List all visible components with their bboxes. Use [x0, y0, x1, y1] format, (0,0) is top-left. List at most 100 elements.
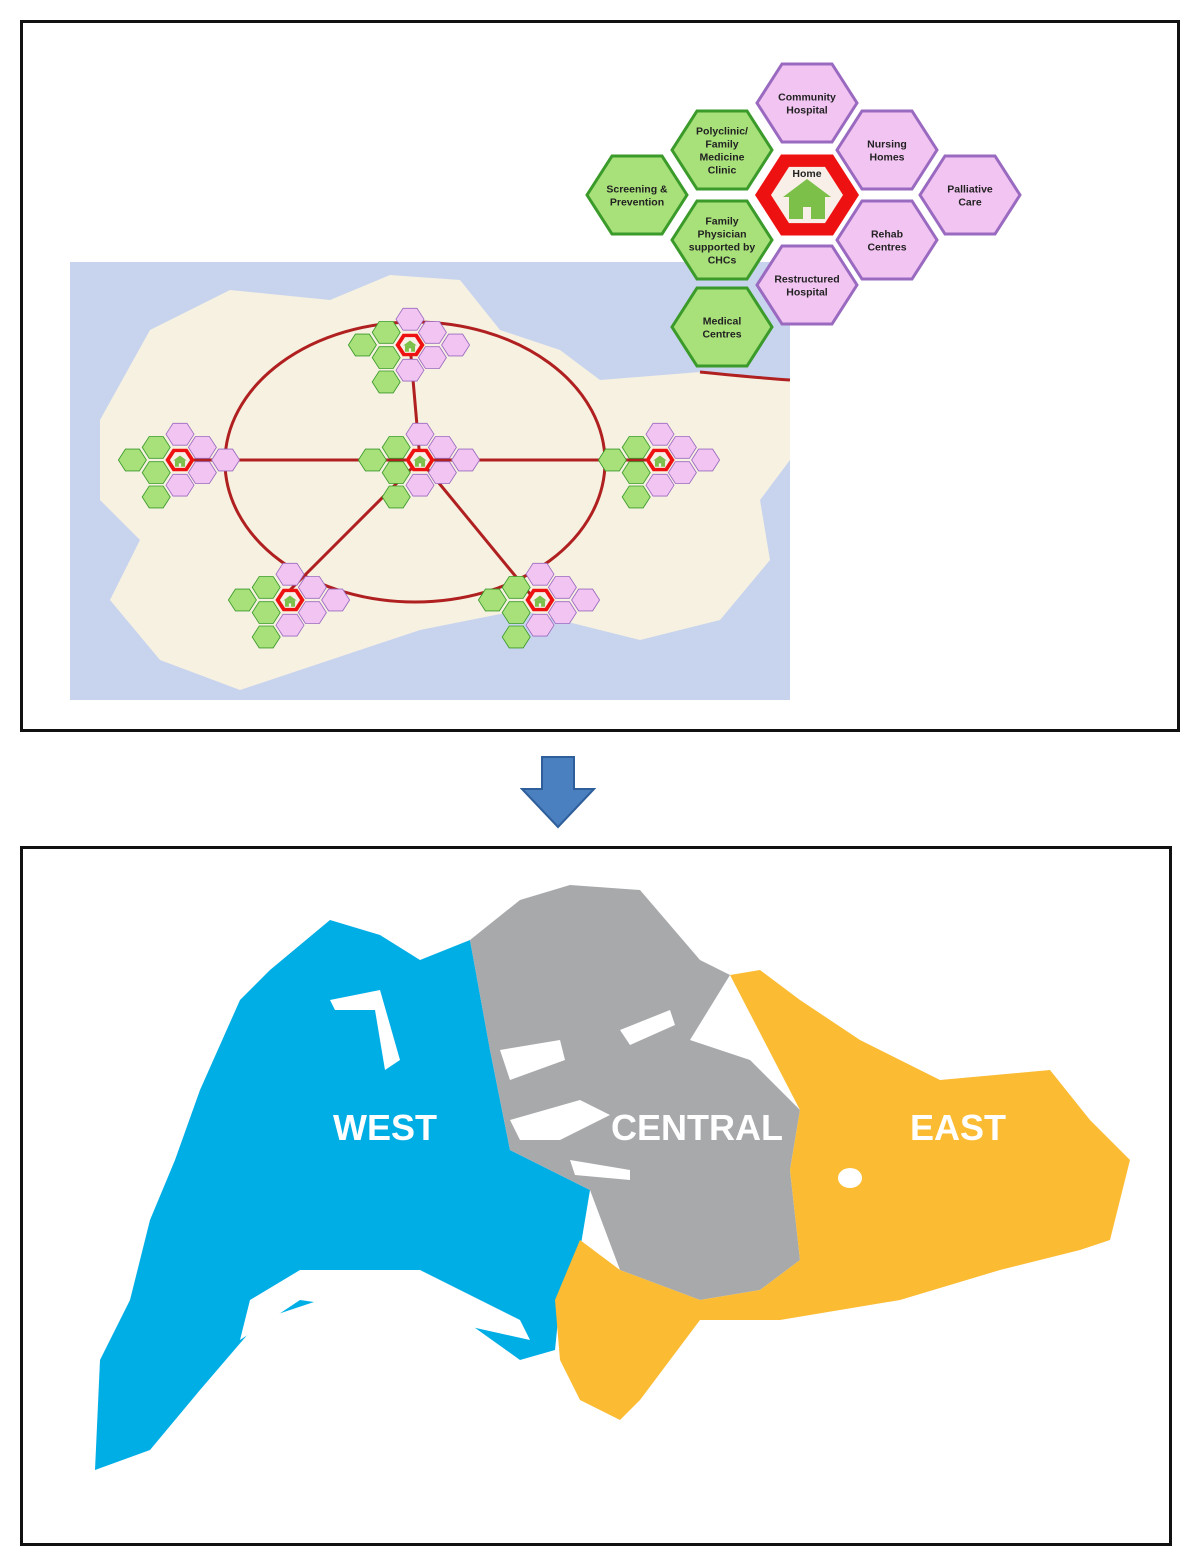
hex-rehab-centres	[417, 346, 447, 369]
hex-palliative-care	[691, 448, 721, 472]
hex-nursing-homes	[427, 436, 457, 459]
hex-restructured-hospital	[645, 473, 675, 497]
hex-restructured-hospital	[275, 613, 305, 637]
hex-nursing-homes	[297, 576, 327, 599]
hex-community-hospital	[395, 307, 425, 331]
mini-cluster	[347, 307, 471, 394]
hex-screening-prevention: Screening &Prevention	[585, 154, 689, 236]
hex-label: Physician	[697, 229, 746, 241]
hex-palliative-care	[441, 333, 471, 357]
mini-cluster	[597, 422, 721, 509]
arrow-down-icon	[520, 756, 596, 829]
hex-home	[395, 333, 425, 357]
mini-cluster	[227, 562, 351, 649]
hex-medical-centres	[251, 625, 281, 649]
hex-nursing-homes	[417, 321, 447, 344]
hex-screening-prevention	[477, 588, 507, 612]
hex-label: Family	[705, 139, 738, 151]
hex-screening-prevention	[597, 448, 627, 472]
hex-home	[645, 448, 675, 472]
hex-home: Home	[755, 154, 859, 236]
hex-rehab-centres	[547, 601, 577, 624]
region-label-east: EAST	[910, 1107, 1006, 1148]
hex-palliative-care	[571, 588, 601, 612]
hex-screening-prevention	[227, 588, 257, 612]
region-west	[95, 920, 590, 1470]
mini-cluster	[117, 422, 241, 509]
hex-restructured-hospital	[525, 613, 555, 637]
hex-rehab-centres	[187, 461, 217, 484]
hex-label: Screening &	[606, 184, 668, 196]
hex-medical-centres	[381, 485, 411, 509]
hex-polyclinic	[501, 576, 531, 599]
hex-label: Rehab	[871, 229, 903, 241]
hex-polyclinic	[251, 576, 281, 599]
hex-restructured-hospital	[395, 358, 425, 382]
hex-palliative-care	[321, 588, 351, 612]
hex-polyclinic	[381, 436, 411, 459]
network-link	[699, 370, 791, 382]
hex-palliative-care	[211, 448, 241, 472]
house-icon	[783, 179, 831, 219]
hex-community-hospital	[405, 422, 435, 446]
hex-medical-centres	[141, 485, 171, 509]
hex-home	[275, 588, 305, 612]
hex-rehab-centres	[297, 601, 327, 624]
hex-label: Care	[958, 197, 982, 209]
hex-family-physician	[621, 461, 651, 484]
hex-home	[165, 448, 195, 472]
hex-label: Hospital	[786, 287, 828, 299]
hex-medical-centres	[371, 370, 401, 394]
hex-restructured-hospital	[405, 473, 435, 497]
hex-palliative-care	[451, 448, 481, 472]
care-hex-cluster: HomeCommunityHospitalNursingHomesPalliat…	[585, 62, 1022, 368]
hex-community-hospital	[645, 422, 675, 446]
hex-screening-prevention	[357, 448, 387, 472]
hex-rehab-centres	[667, 461, 697, 484]
hex-home	[525, 588, 555, 612]
bottom-panel: WEST CENTRAL EAST	[20, 846, 1172, 1546]
hex-label: Centres	[867, 242, 906, 254]
house-icon	[413, 455, 427, 467]
region-east	[555, 970, 1130, 1420]
hex-polyclinic	[621, 436, 651, 459]
region-map: WEST CENTRAL EAST	[95, 885, 1130, 1470]
hex-family-physician	[141, 461, 171, 484]
hex-label: Medical	[703, 316, 742, 328]
hex-label: Hospital	[786, 105, 828, 117]
hex-family-physician	[501, 601, 531, 624]
hex-nursing-homes	[547, 576, 577, 599]
hex-rehab-centres	[427, 461, 457, 484]
mini-cluster	[477, 562, 601, 649]
hex-label: Clinic	[708, 165, 737, 177]
house-icon	[653, 455, 667, 467]
hex-label: CHCs	[708, 255, 737, 267]
hex-home	[405, 448, 435, 472]
hex-label: supported by	[689, 242, 756, 254]
house-icon	[283, 595, 297, 607]
hex-screening-prevention	[347, 333, 377, 357]
hex-polyclinic	[141, 436, 171, 459]
hex-label: Homes	[869, 152, 904, 164]
region-label-central: CENTRAL	[611, 1107, 783, 1148]
region-label-west: WEST	[333, 1107, 437, 1148]
hex-label: Family	[705, 216, 738, 228]
hex-label: Palliative	[947, 184, 993, 196]
hex-family-physician	[381, 461, 411, 484]
mini-cluster	[357, 422, 481, 509]
hex-label: Community	[778, 92, 836, 104]
hex-label: Centres	[702, 329, 741, 341]
hex-family-physician	[251, 601, 281, 624]
house-icon	[533, 595, 547, 607]
hex-restructured-hospital	[165, 473, 195, 497]
hex-nursing-homes	[667, 436, 697, 459]
house-icon	[403, 340, 417, 352]
hex-label: Polyclinic/	[696, 126, 748, 138]
